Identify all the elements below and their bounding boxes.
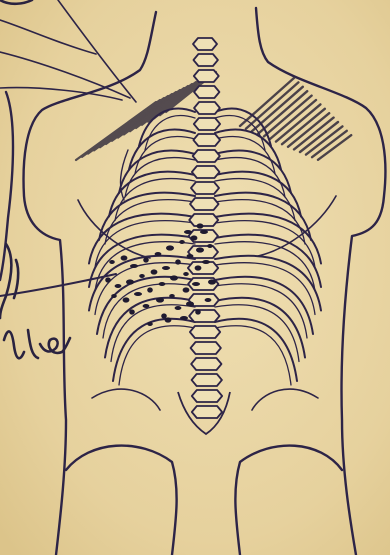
lesion-dot xyxy=(121,255,128,260)
vertebra xyxy=(191,182,219,194)
vertebra xyxy=(193,150,220,162)
lesion-dot xyxy=(166,245,174,250)
lesion-dot xyxy=(143,304,150,308)
lesion-dot xyxy=(126,279,134,284)
lesion-dot xyxy=(129,309,135,314)
lesion-dot xyxy=(147,287,153,292)
lesion-dot xyxy=(161,313,167,318)
lesion-dot xyxy=(175,306,182,310)
lesion-dot xyxy=(187,254,194,258)
vertebra xyxy=(194,102,220,114)
vertebra xyxy=(193,134,220,146)
vertebra xyxy=(191,358,221,370)
lesion-dot xyxy=(180,316,188,320)
lesion-dot xyxy=(191,235,198,240)
lesion-dot xyxy=(139,274,145,278)
lesion-dot xyxy=(179,240,185,244)
vertebra xyxy=(192,374,222,386)
lesion-dot xyxy=(186,301,194,306)
lesion-dot xyxy=(195,265,202,270)
vertebra xyxy=(191,342,221,354)
vertebra xyxy=(192,166,220,178)
vertebra xyxy=(190,326,220,338)
lesion-dot xyxy=(109,260,115,264)
vertebra xyxy=(194,86,219,98)
lesion-dot xyxy=(159,282,166,286)
lesion-dot xyxy=(184,230,192,234)
lesion-dot xyxy=(156,297,164,302)
lesion-dot xyxy=(202,260,210,264)
lesion-dot xyxy=(192,282,200,286)
lesion-dot xyxy=(169,294,175,298)
lesion-dot xyxy=(183,287,190,292)
lesion-dot xyxy=(147,322,153,326)
vertebra xyxy=(193,38,217,50)
lesion-dot xyxy=(151,269,158,274)
lesion-dot xyxy=(170,275,178,280)
lesion-dot xyxy=(162,266,170,270)
lesion-dot xyxy=(197,223,204,228)
lesion-dot xyxy=(175,259,181,264)
vertebra xyxy=(188,262,218,274)
lesion-dot xyxy=(111,294,117,298)
lesion-dot xyxy=(200,230,208,234)
lesion-dot xyxy=(130,264,138,268)
lesion-dot xyxy=(123,297,130,302)
vertebra xyxy=(192,390,222,402)
vertebra xyxy=(189,214,218,226)
lesion-dot xyxy=(196,247,204,252)
lesion-dot xyxy=(115,284,122,288)
vertebra xyxy=(194,118,220,130)
lesion-dot xyxy=(183,272,189,276)
lesion-dot xyxy=(195,309,201,314)
lesion-dot xyxy=(105,277,111,282)
lesion-dot xyxy=(165,317,172,322)
vertebra xyxy=(192,406,222,418)
lesion-dot xyxy=(134,292,142,296)
vertebra xyxy=(189,310,219,322)
lesion-dot xyxy=(205,298,212,302)
lesion-dot xyxy=(143,257,149,262)
lesion-dot xyxy=(208,279,216,284)
lesion-dot xyxy=(155,252,162,256)
lesion-dot xyxy=(207,244,213,248)
vertebra xyxy=(193,54,217,66)
vertebra xyxy=(194,70,219,82)
vertebra xyxy=(190,198,219,210)
